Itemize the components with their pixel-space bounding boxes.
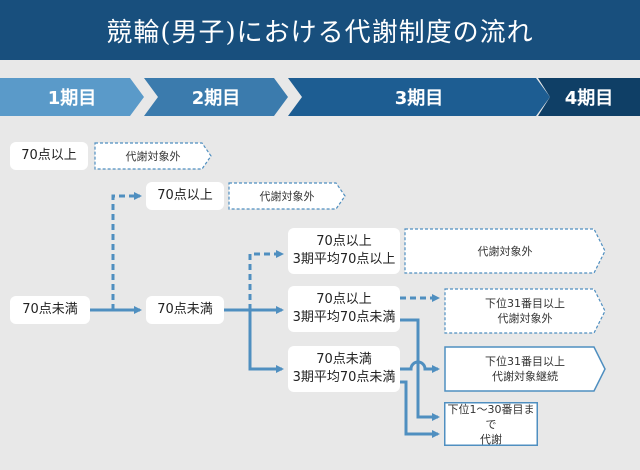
phase-2: 2期目	[144, 78, 288, 116]
p1-pass-label: 70点以上	[21, 148, 77, 163]
p3-pass-box: 70点以上 3期平均70点以上	[288, 228, 400, 274]
p3-fail-line2: 3期平均70点未満	[292, 370, 396, 385]
p3-pass-line2: 3期平均70点以上	[292, 252, 396, 267]
p1-fail-label: 70点未満	[22, 302, 78, 317]
p1-fail-box: 70点未満	[10, 296, 90, 324]
rank1-30-line2: 代謝	[480, 432, 502, 446]
p2-fail-box: 70点未満	[146, 296, 224, 324]
p3-mid-box: 70点以上 3期平均70点未満	[288, 286, 400, 332]
rank1-30-line1: 下位1～30番目まで	[447, 402, 535, 431]
p1-exempt-tag: 代謝対象外	[94, 142, 212, 170]
rank31-exempt-line1: 下位31番目以上	[485, 297, 565, 310]
p3-fail-box: 70点未満 3期平均70点未満	[288, 346, 400, 392]
p3-fail-line1: 70点未満	[316, 352, 372, 367]
rank1-30-tag: 下位1～30番目まで 代謝	[444, 402, 538, 446]
p3-exempt-label: 代謝対象外	[477, 244, 533, 258]
phase-4: 4期目	[538, 78, 640, 116]
rank31-continue-line1: 下位31番目以上	[485, 355, 565, 368]
rank31-exempt-tag: 下位31番目以上 代謝対象外	[444, 288, 606, 334]
p2-pass-label: 70点以上	[157, 188, 213, 203]
rank31-exempt-line2: 代謝対象外	[497, 312, 553, 325]
phase-1: 1期目	[0, 78, 144, 116]
p1-exempt-label: 代謝対象外	[125, 149, 181, 163]
rank31-continue-line2: 代謝対象継続	[492, 370, 558, 383]
p2-fail-label: 70点未満	[157, 302, 213, 317]
phase-3: 3期目	[288, 78, 550, 116]
p2-exempt-label: 代謝対象外	[259, 189, 315, 203]
p3-exempt-tag: 代謝対象外	[404, 228, 606, 274]
page-title: 競輪(男子)における代謝制度の流れ	[0, 0, 640, 60]
p2-exempt-tag: 代謝対象外	[228, 182, 346, 210]
p3-pass-line1: 70点以上	[316, 234, 372, 249]
p1-pass-box: 70点以上	[10, 142, 88, 170]
p3-mid-line1: 70点以上	[316, 292, 372, 307]
p3-mid-line2: 3期平均70点未満	[292, 310, 396, 325]
p2-pass-box: 70点以上	[146, 182, 224, 210]
rank31-continue-tag: 下位31番目以上 代謝対象継続	[444, 346, 606, 392]
